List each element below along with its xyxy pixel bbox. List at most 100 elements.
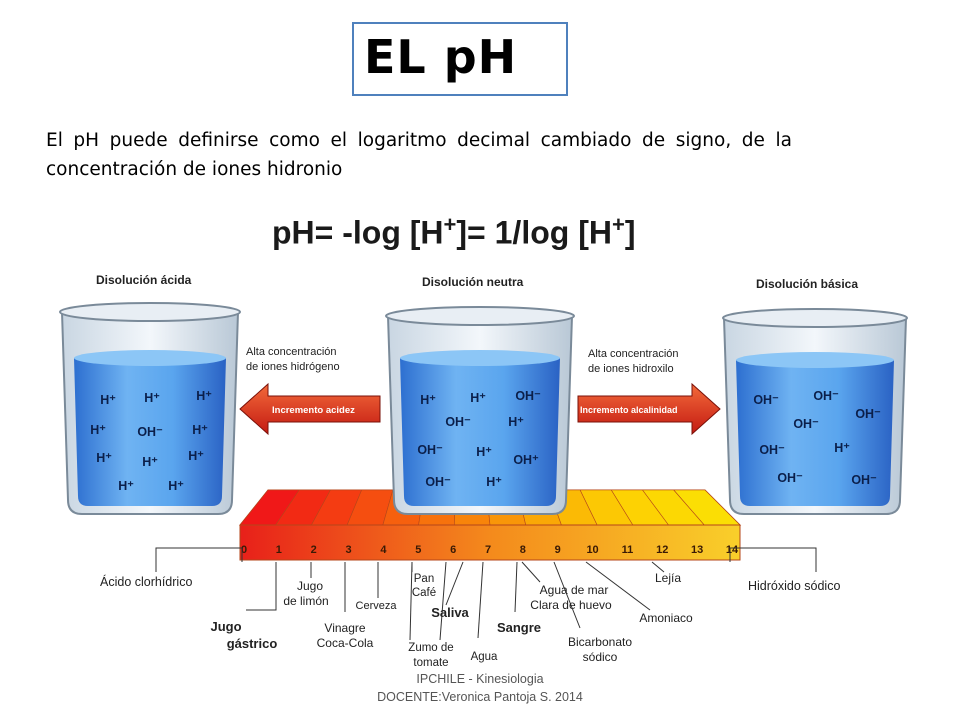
acid-caption-2: de iones hidrógeno bbox=[246, 361, 340, 373]
label-vinagre: Vinagre bbox=[324, 621, 365, 635]
label-agua: Agua bbox=[471, 651, 498, 663]
ion-neutral-4: H⁺ bbox=[508, 415, 524, 429]
base-arrow-label: Incremento alcalinidad bbox=[580, 405, 678, 415]
label-sangre: Sangre bbox=[497, 620, 541, 635]
ion-acid-7: H⁺ bbox=[142, 455, 158, 469]
beaker-neutral-water bbox=[400, 358, 560, 506]
ion-acid-10: H⁺ bbox=[168, 479, 184, 493]
formula-sup-2: + bbox=[611, 212, 625, 237]
ion-acid-8: H⁺ bbox=[188, 449, 204, 463]
ion-neutral-8: OH⁻ bbox=[425, 475, 451, 489]
beaker-basic: Disolución básica OH⁻OH⁻OH⁻OH⁻OH⁻H⁺OH⁻OH… bbox=[722, 277, 908, 515]
ion-basic-7: OH⁻ bbox=[851, 473, 877, 487]
beaker-basic-rim bbox=[722, 308, 908, 328]
label-bicarbonato-1: Bicarbonato bbox=[568, 635, 632, 649]
ph-scale-front bbox=[239, 524, 741, 561]
ph-tick-3: 3 bbox=[346, 544, 352, 556]
footer-line-1: IPCHILE - Kinesiologia bbox=[416, 672, 544, 686]
ion-acid-4: OH⁻ bbox=[137, 425, 163, 439]
ph-tick-14: 14 bbox=[726, 544, 739, 556]
label-hidroxido: Hidróxido sódico bbox=[748, 579, 840, 593]
label-jugo-gastrico-1: Jugo bbox=[210, 619, 241, 634]
beaker-acid-label: Disolución ácida bbox=[96, 273, 192, 287]
label-cafe: Café bbox=[412, 587, 436, 599]
label-pan: Pan bbox=[414, 573, 434, 585]
ph-tick-5: 5 bbox=[415, 544, 421, 556]
ion-neutral-3: OH⁻ bbox=[445, 415, 471, 429]
beaker-neutral-ions: H⁺H⁺OH⁻OH⁻H⁺OH⁻H⁺OH⁺OH⁻H⁺ bbox=[417, 389, 541, 489]
title-box: EL pH bbox=[352, 22, 568, 96]
ion-acid-9: H⁺ bbox=[118, 479, 134, 493]
beaker-neutral-label: Disolución neutra bbox=[422, 275, 524, 289]
acid-arrow-shape bbox=[239, 382, 381, 436]
footer-line-2: DOCENTE:Veronica Pantoja S. 2014 bbox=[377, 690, 583, 704]
label-zumo-1: Zumo de bbox=[408, 642, 453, 654]
ion-neutral-6: H⁺ bbox=[476, 445, 492, 459]
label-bicarbonato-2: sódico bbox=[583, 650, 618, 664]
ion-basic-2: OH⁻ bbox=[855, 407, 881, 421]
label-jugo-gastrico-2: gástrico bbox=[227, 636, 278, 651]
beaker-acid-ions: H⁺H⁺H⁺H⁺OH⁻H⁺H⁺H⁺H⁺H⁺H⁺ bbox=[90, 389, 212, 493]
label-cerveza: Cerveza bbox=[356, 600, 398, 612]
ion-basic-5: H⁺ bbox=[834, 441, 850, 455]
ph-tick-7: 7 bbox=[485, 544, 491, 556]
ion-basic-3: OH⁻ bbox=[793, 417, 819, 431]
base-caption-1: Alta concentración bbox=[588, 348, 679, 360]
label-agua-mar: Agua de mar bbox=[540, 583, 609, 597]
beaker-basic-label: Disolución básica bbox=[756, 277, 858, 291]
formula-part-end: ] bbox=[624, 214, 636, 251]
substance-labels: Ácido clorhídrico Jugo gástrico Jugo de … bbox=[100, 571, 840, 669]
formula-part-mid: ]= 1/log [H bbox=[456, 214, 612, 251]
beaker-neutral-surface bbox=[400, 350, 560, 366]
ph-tick-1: 1 bbox=[276, 544, 282, 556]
ion-neutral-9: H⁺ bbox=[486, 475, 502, 489]
ph-tick-0: 0 bbox=[241, 544, 247, 556]
ion-neutral-0: H⁺ bbox=[420, 393, 436, 407]
ph-formula: pH= -log [H+]= 1/log [H+] bbox=[272, 212, 635, 252]
base-arrow-shape bbox=[577, 382, 721, 436]
ph-tick-2: 2 bbox=[311, 544, 317, 556]
ion-basic-4: OH⁻ bbox=[759, 443, 785, 457]
alkalinity-arrow: Alta concentración de iones hidroxilo In… bbox=[577, 348, 721, 436]
beaker-basic-ions: OH⁻ OH⁻ OH⁻ OH⁻ OH⁻ H⁺ OH⁻ OH⁻ bbox=[753, 389, 881, 487]
ion-acid-0: H⁺ bbox=[100, 393, 116, 407]
ph-tick-12: 12 bbox=[656, 544, 668, 556]
ion-basic-1: OH⁻ bbox=[813, 389, 839, 403]
label-amoniaco: Amoniaco bbox=[639, 611, 693, 625]
ph-tick-9: 9 bbox=[555, 544, 561, 556]
beaker-neutral-rim bbox=[385, 306, 575, 326]
label-lejia: Lejía bbox=[655, 571, 681, 585]
beaker-basic-water bbox=[736, 360, 894, 506]
beaker-acid: Disolución ácida H⁺H⁺H⁺H⁺OH⁻H⁺H⁺H⁺H⁺H⁺H⁺ bbox=[59, 273, 241, 515]
base-caption-2: de iones hidroxilo bbox=[588, 363, 674, 375]
label-coca-cola: Coca-Cola bbox=[317, 636, 374, 650]
beaker-acid-water bbox=[74, 358, 226, 506]
ion-neutral-1: H⁺ bbox=[470, 391, 486, 405]
ion-acid-1: H⁺ bbox=[144, 391, 160, 405]
ion-acid-6: H⁺ bbox=[96, 451, 112, 465]
ion-neutral-7: OH⁺ bbox=[513, 453, 539, 467]
beaker-acid-rim bbox=[59, 302, 241, 322]
label-jugo-limon-2: de limón bbox=[283, 594, 328, 608]
formula-sup-1: + bbox=[443, 212, 457, 237]
acid-caption-1: Alta concentración bbox=[246, 346, 337, 358]
ion-basic-0: OH⁻ bbox=[753, 393, 779, 407]
beaker-acid-surface bbox=[74, 350, 226, 366]
ph-tick-4: 4 bbox=[380, 544, 387, 556]
ph-tick-8: 8 bbox=[520, 544, 526, 556]
ion-acid-5: H⁺ bbox=[192, 423, 208, 437]
page-title: EL pH bbox=[364, 30, 518, 84]
label-clara-huevo: Clara de huevo bbox=[530, 598, 612, 612]
ph-tick-10: 10 bbox=[586, 544, 598, 556]
label-zumo-2: tomate bbox=[413, 657, 448, 669]
ion-neutral-2: OH⁻ bbox=[515, 389, 541, 403]
label-acido-clorhidrico: Ácido clorhídrico bbox=[100, 574, 192, 589]
ion-basic-6: OH⁻ bbox=[777, 471, 803, 485]
ph-tick-6: 6 bbox=[450, 544, 456, 556]
label-jugo-limon-1: Jugo bbox=[297, 579, 323, 593]
beaker-basic-surface bbox=[736, 352, 894, 368]
ion-acid-3: H⁺ bbox=[90, 423, 106, 437]
